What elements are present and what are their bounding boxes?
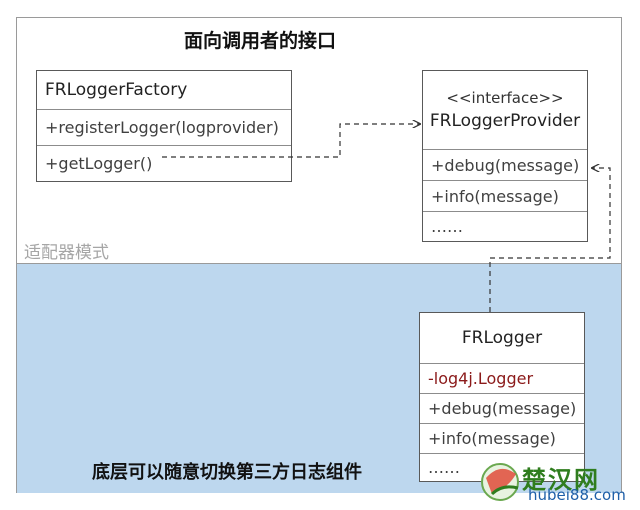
- globe-icon: [481, 463, 519, 501]
- provider-member-info: +info(message): [423, 180, 587, 211]
- logger-class-name: FRLogger: [461, 328, 543, 348]
- factory-member-get-logger: +getLogger(): [37, 145, 291, 181]
- logger-member-info: +info(message): [420, 423, 584, 453]
- bottom-zone-title: 底层可以随意切换第三方日志组件: [92, 462, 362, 483]
- provider-stereotype: <<interface>>: [446, 89, 564, 107]
- logger-member-debug: +debug(message): [420, 393, 584, 423]
- logger-to-provider-realization-connector: [489, 168, 611, 312]
- watermark-logo: 楚汉网 hubei88.com: [478, 458, 636, 508]
- factory-member-register-logger: +registerLogger(logprovider): [37, 109, 291, 145]
- logger-field-log4j: -log4j.Logger: [420, 363, 584, 393]
- factory-class-box: FRLoggerFactory +registerLogger(logprovi…: [36, 70, 292, 182]
- watermark-url: hubei88.com: [528, 486, 626, 504]
- watermark-name: 楚汉网: [522, 466, 600, 494]
- get-logger-to-provider-connector: [162, 124, 420, 158]
- logger-member-more: ……: [420, 453, 584, 481]
- factory-class-name: FRLoggerFactory: [45, 80, 188, 100]
- top-zone-label: 适配器模式: [24, 243, 109, 263]
- provider-interface-name: FRLoggerProvider: [429, 111, 581, 131]
- top-zone-title: 面向调用者的接口: [184, 30, 337, 52]
- provider-member-debug: +debug(message): [423, 149, 587, 180]
- provider-interface-box: <<interface>> FRLoggerProvider +debug(me…: [422, 70, 588, 242]
- provider-header: <<interface>> FRLoggerProvider: [423, 71, 587, 149]
- provider-member-more: ……: [423, 211, 587, 241]
- logger-class-box: FRLogger -log4j.Logger +debug(message) +…: [419, 312, 585, 482]
